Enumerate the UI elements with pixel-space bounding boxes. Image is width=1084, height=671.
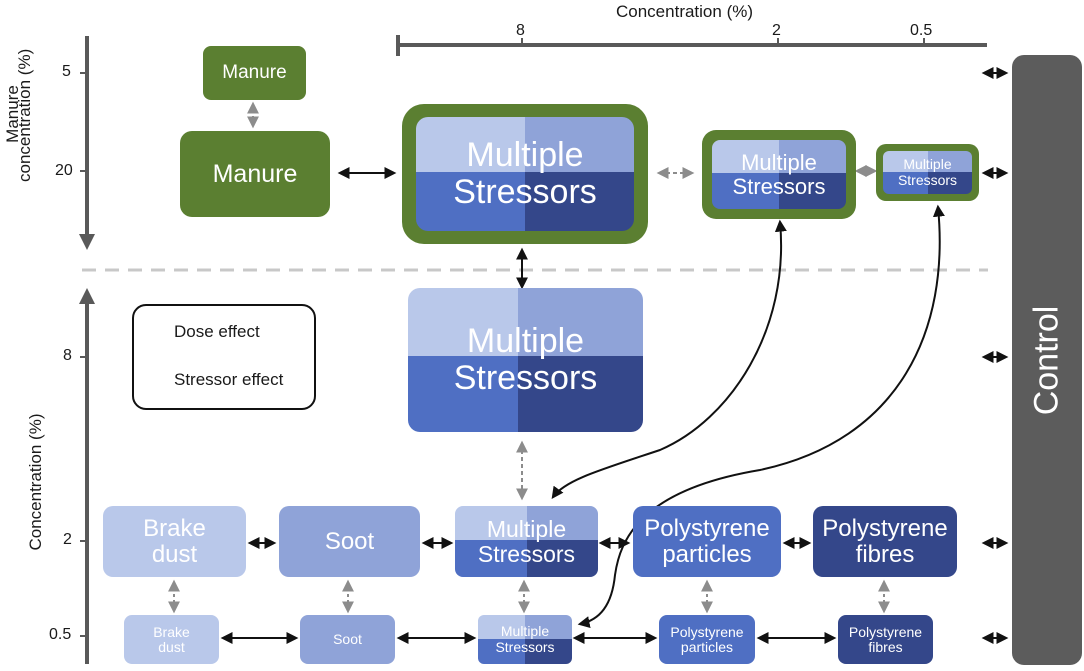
- stressor-curve-ms05: [577, 204, 945, 628]
- manure-box-5: Manure: [203, 46, 306, 100]
- multiple-stressors-top-2-inner: Multiple Stressors: [712, 140, 846, 209]
- multiple-stressors-05: Multiple Stressors: [478, 615, 572, 664]
- brake-dust-05-line2: dust: [158, 638, 185, 655]
- fibres-2-line2: fibres: [855, 540, 915, 568]
- fibres-2-line1: Polystyrene: [822, 515, 948, 543]
- ms-05-line2: Stressors: [495, 638, 555, 655]
- ms-05-line1: Multiple: [500, 623, 550, 640]
- multiple-stressors-top-8-inner: Multiple Stressors: [416, 117, 634, 231]
- manure-box-5-label: Manure: [222, 62, 287, 84]
- manure-box-20-label: Manure: [212, 159, 298, 188]
- ms-top-2-line1: Multiple: [741, 149, 817, 175]
- particles-05-line1: Polystyrene: [670, 623, 744, 640]
- conc-axis-tick-label-8: 8: [63, 347, 72, 364]
- multiple-stressors-2: Multiple Stressors: [455, 506, 598, 577]
- control-bar: [1012, 55, 1082, 665]
- multiple-stressors-mid-8: Multiple Stressors: [408, 288, 643, 432]
- legend-dose-label: Dose effect: [174, 322, 260, 341]
- ms-top-05-line2: Stressors: [897, 171, 958, 188]
- particles-05-line2: particles: [680, 638, 734, 655]
- soot-05-label: Soot: [333, 631, 362, 648]
- fibres-05-line1: Polystyrene: [848, 623, 923, 640]
- brake-dust-2-line2: dust: [151, 540, 198, 568]
- legend-stressor-label: Stressor effect: [174, 370, 284, 389]
- soot-2-label: Soot: [324, 527, 375, 555]
- legend: [132, 304, 316, 410]
- soot-box-05: Soot: [300, 615, 395, 664]
- manure-box-20: Manure: [180, 131, 330, 217]
- brake-dust-2-line1: Brake: [143, 515, 206, 543]
- ms-top-2-line2: Stressors: [732, 173, 826, 199]
- ms-2-line2: Stressors: [477, 540, 576, 567]
- conc-axis-tick-label-2: 2: [63, 531, 72, 548]
- brake-dust-box-2: Brake dust: [103, 506, 246, 577]
- control-label: Control: [1027, 305, 1066, 415]
- multiple-stressors-top-2: Multiple Stressors: [702, 130, 856, 219]
- polystyrene-particles-box-2: Polystyrene particles: [633, 506, 781, 577]
- ms-mid-8-line2: Stressors: [453, 359, 598, 397]
- top-axis-tick-label-2: 2: [772, 22, 781, 39]
- top-axis-tick-label-05: 0.5: [910, 22, 933, 39]
- manure-axis-tick-label-5: 5: [62, 63, 71, 80]
- particles-2-line1: Polystyrene: [644, 515, 770, 543]
- multiple-stressors-top-05-inner: Multiple Stressors: [883, 151, 972, 194]
- ms-top-8-line1: Multiple: [466, 136, 584, 175]
- ms-top-05-line1: Multiple: [903, 156, 952, 173]
- particles-2-line2: particles: [662, 540, 752, 568]
- brake-dust-05-line1: Brake: [153, 623, 190, 640]
- brake-dust-box-05: Brake dust: [124, 615, 219, 664]
- conc-axis-title: Concentration (%): [26, 413, 45, 551]
- multiple-stressors-top-8: Multiple Stressors: [402, 104, 648, 244]
- control-label-wrap: Control: [1012, 55, 1082, 665]
- fibres-05-line2: fibres: [868, 638, 903, 655]
- top-axis-tick-label-8: 8: [516, 22, 525, 39]
- soot-box-2: Soot: [279, 506, 420, 577]
- conc-axis-tick-label-05: 0.5: [49, 626, 72, 643]
- polystyrene-particles-box-05: Polystyrene particles: [659, 615, 755, 664]
- manure-axis-tick-label-20: 20: [55, 162, 73, 179]
- top-axis-title: Concentration (%): [616, 2, 754, 21]
- polystyrene-fibres-box-05: Polystyrene fibres: [838, 615, 933, 664]
- manure-axis-title-line2: concentration (%): [15, 48, 34, 182]
- ms-2-line1: Multiple: [486, 515, 567, 542]
- ms-mid-8-line1: Multiple: [466, 322, 585, 361]
- multiple-stressors-top-05: Multiple Stressors: [876, 144, 979, 201]
- ms-top-8-line2: Stressors: [453, 173, 597, 211]
- polystyrene-fibres-box-2: Polystyrene fibres: [813, 506, 957, 577]
